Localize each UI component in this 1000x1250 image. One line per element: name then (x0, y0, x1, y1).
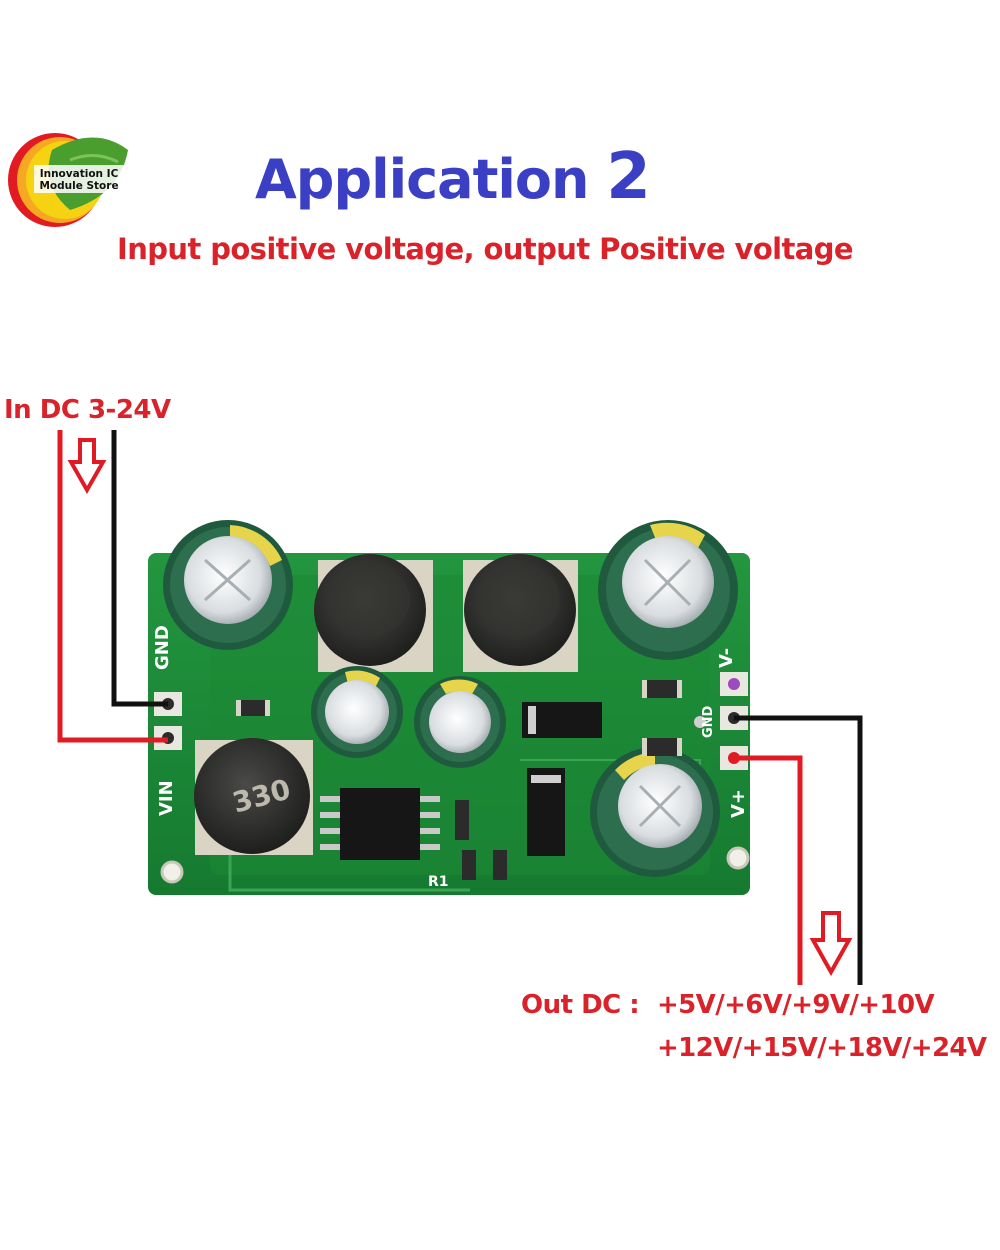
title-number: 2 (606, 140, 651, 214)
mounting-hole (726, 846, 750, 870)
output-label: Out DC : (521, 990, 640, 1020)
capacitor-top-left (163, 520, 293, 650)
page-subtitle: Input positive voltage, output Positive … (117, 232, 854, 266)
ic-chip (320, 788, 440, 860)
page-title: Application 2 (255, 140, 651, 214)
silk-r1: R1 (428, 874, 449, 890)
capacitor-center-right (414, 676, 506, 768)
store-logo (8, 133, 128, 227)
capacitor-top-right (598, 520, 738, 660)
input-wires (57, 430, 168, 743)
output-voltages-line2: +12V/+15V/+18V/+24V (657, 1033, 987, 1063)
input-voltage-label: In DC 3-24V (4, 395, 171, 425)
logo-line2: Module Store (39, 180, 119, 192)
capacitor-bottom-right (590, 747, 720, 877)
arrow-down-icon (809, 911, 853, 977)
logo-text: Innovation IC Module Store (36, 168, 122, 192)
inductor-330: 330 (194, 738, 313, 855)
silk-v-minus: V- (716, 648, 737, 668)
pcb-board: 330 (148, 520, 750, 895)
logo-line1: Innovation IC (39, 168, 119, 180)
output-ground-wire (734, 715, 863, 985)
inductor-top-right (463, 554, 578, 672)
silk-vin: VIN (156, 780, 177, 816)
smd-components (238, 680, 680, 880)
output-wires (734, 715, 863, 985)
input-ground-wire (111, 430, 168, 707)
silk-gnd-left: GND (152, 625, 173, 670)
pin-header-left (154, 692, 182, 750)
inductor-top-left (314, 554, 433, 672)
output-positive-wire (734, 755, 803, 985)
title-word: Application (255, 148, 589, 211)
silk-v-plus: V+ (728, 789, 749, 818)
mounting-hole (160, 860, 184, 884)
capacitor-center-left (311, 666, 403, 758)
output-voltages-line1: +5V/+6V/+9V/+10V (657, 990, 935, 1020)
pin-header-right (720, 672, 748, 770)
arrow-down-icon (67, 438, 107, 495)
input-positive-wire (57, 430, 168, 743)
silk-gnd-right: GND (701, 705, 716, 738)
